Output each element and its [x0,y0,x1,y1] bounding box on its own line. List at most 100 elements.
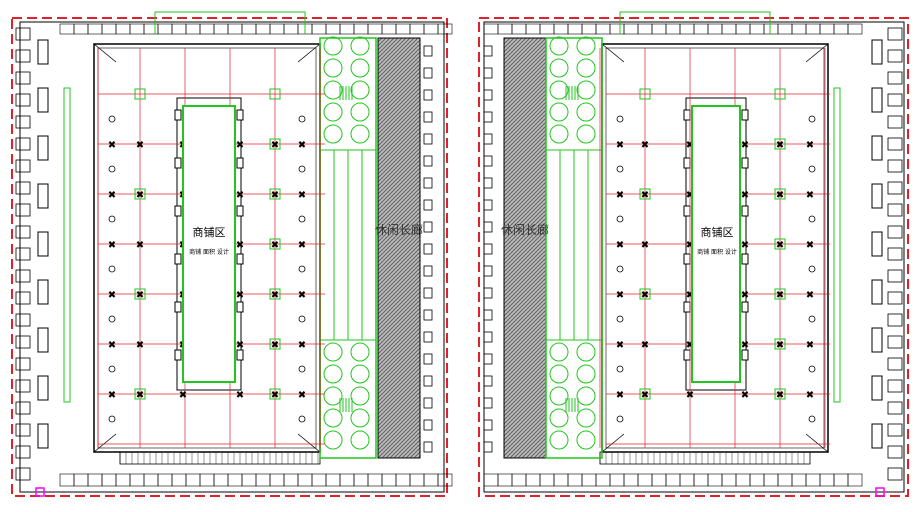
wall-pier [887,445,903,459]
brick [637,473,653,487]
wall-pier [887,247,903,261]
tree-symbol [350,102,370,122]
shop-column [683,349,691,361]
brick [525,473,541,487]
x-mark: ✖ [616,390,624,401]
light-fixture [808,415,816,423]
wall-pier [15,137,31,151]
x-mark: ✖ [616,290,624,301]
brick [581,23,597,35]
column-square [639,388,651,400]
bollard [483,155,493,167]
chamfer [297,433,321,453]
tree-symbol [323,408,343,428]
brick [609,23,625,35]
x-mark: ✖ [271,390,279,401]
x-mark: ✖ [806,390,814,401]
brick [213,23,229,35]
wall-pier [15,423,31,437]
light-fixture [808,215,816,223]
brick [749,23,765,35]
brick [129,23,145,35]
wall-pier [871,231,883,257]
column-square [269,388,281,400]
x-mark: ✖ [298,140,306,151]
brick [353,23,369,35]
light-fixture [808,365,816,373]
brick [735,23,751,35]
brick [73,23,89,35]
x-mark: ✖ [641,390,649,401]
wall-pier [871,327,883,353]
tree-symbol [323,58,343,78]
column-square [134,88,146,100]
brick [483,23,499,35]
bollard [423,89,433,101]
x-mark: ✖ [616,340,624,351]
brick [511,23,527,35]
brick [227,473,243,487]
x-mark: ✖ [271,290,279,301]
brick [143,23,159,35]
brick [693,473,709,487]
wall-pier [887,313,903,327]
top-notch [619,11,771,34]
shop-column [236,349,244,361]
shop-column [741,109,749,121]
shop-column [741,301,749,313]
x-mark: ✖ [686,240,694,251]
brick [665,23,681,35]
brick [101,23,117,35]
wall-pier [15,335,31,349]
brick [567,473,583,487]
wall-pier [887,115,903,129]
shop-column [741,205,749,217]
bollard [423,287,433,299]
wall-pier [37,39,49,65]
brick [255,473,271,487]
bollard [483,221,493,233]
bollard [423,45,433,57]
brick [283,473,299,487]
light-fixture [108,115,116,123]
wall-pier [37,183,49,209]
light-fixture [298,315,306,323]
landscape-strip [545,11,841,459]
shop-column [174,349,182,361]
wall-pier [15,379,31,393]
bollard [423,133,433,145]
brick [665,473,681,487]
x-mark: ✖ [641,190,649,201]
bollard [483,309,493,321]
column-square [269,138,281,150]
property-boundary [11,17,448,497]
light-fixture [298,165,306,173]
wall-pier [887,71,903,85]
x-mark: ✖ [108,390,116,401]
wall-pier [15,159,31,173]
brick [339,473,355,487]
x-mark: ✖ [108,340,116,351]
column-grid [599,48,830,448]
zone-sublabel: 商铺 面积 设计 [189,248,229,256]
wall-pier [871,279,883,305]
x-mark: ✖ [686,290,694,301]
brick [73,473,89,487]
x-mark: ✖ [806,240,814,251]
wall-pier [887,401,903,415]
column-square [774,238,786,250]
bollard [423,331,433,343]
brick [483,473,499,487]
brick [847,473,863,487]
tree-symbol [576,80,596,100]
tree-symbol [350,58,370,78]
light-fixture [108,165,116,173]
brick [721,473,737,487]
shop-column [683,109,691,121]
light-fixture [298,215,306,223]
brick [553,473,569,487]
column-square [269,188,281,200]
brick [679,473,695,487]
wall-pier [15,445,31,459]
column-square [134,288,146,300]
